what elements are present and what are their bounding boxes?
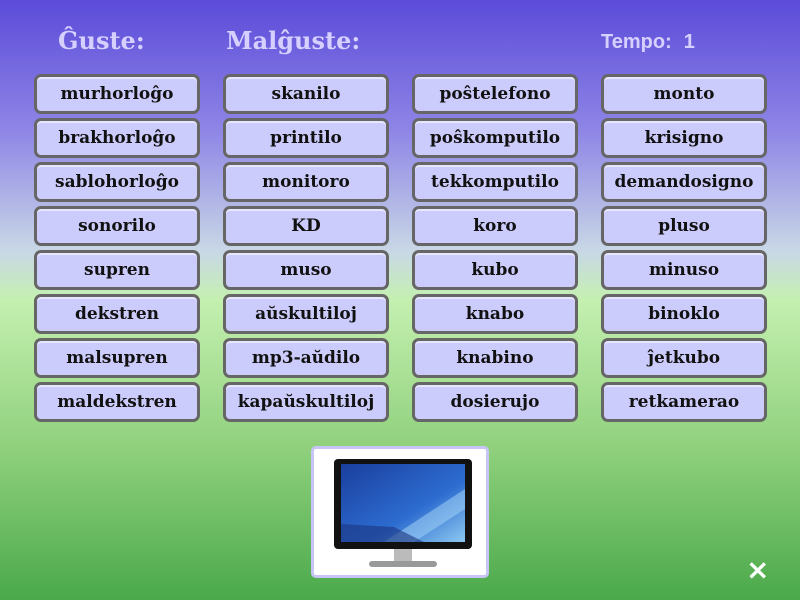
word-button[interactable]: monto [601, 74, 767, 114]
picture-card [311, 446, 489, 578]
word-button[interactable]: ĵetkubo [601, 338, 767, 378]
timer: Tempo: 1 [601, 31, 695, 54]
monitor-icon [334, 459, 472, 567]
word-button[interactable]: KD [223, 206, 389, 246]
word-button[interactable]: skanilo [223, 74, 389, 114]
word-button[interactable]: dosierujo [412, 382, 578, 422]
word-button[interactable]: koro [412, 206, 578, 246]
word-button[interactable]: supren [34, 250, 200, 290]
close-icon[interactable]: × [746, 553, 770, 586]
word-button[interactable]: knabo [412, 294, 578, 334]
word-button[interactable]: poŝkomputilo [412, 118, 578, 158]
timer-value: 1 [683, 31, 695, 53]
wrong-label: Malĝuste: [226, 26, 361, 55]
word-button[interactable]: tekkomputilo [412, 162, 578, 202]
word-button[interactable]: sonorilo [34, 206, 200, 246]
timer-label: Tempo: [601, 31, 672, 53]
word-button[interactable]: aŭskultiloj [223, 294, 389, 334]
word-button[interactable]: pluso [601, 206, 767, 246]
word-button[interactable]: sablohorloĝo [34, 162, 200, 202]
word-button[interactable]: monitoro [223, 162, 389, 202]
word-button[interactable]: retkamerao [601, 382, 767, 422]
word-button[interactable]: poŝtelefono [412, 74, 578, 114]
word-button[interactable]: knabino [412, 338, 578, 378]
word-button[interactable]: maldekstren [34, 382, 200, 422]
correct-label: Ĝuste: [58, 26, 145, 55]
word-button[interactable]: binoklo [601, 294, 767, 334]
word-button[interactable]: printilo [223, 118, 389, 158]
word-button[interactable]: krisigno [601, 118, 767, 158]
word-button[interactable]: minuso [601, 250, 767, 290]
word-button[interactable]: dekstren [34, 294, 200, 334]
word-button[interactable]: kubo [412, 250, 578, 290]
word-button[interactable]: muso [223, 250, 389, 290]
word-button[interactable]: murhorloĝo [34, 74, 200, 114]
word-button[interactable]: demandosigno [601, 162, 767, 202]
word-button[interactable]: brakhorloĝo [34, 118, 200, 158]
word-button[interactable]: kapaŭskultiloj [223, 382, 389, 422]
word-button[interactable]: malsupren [34, 338, 200, 378]
word-button[interactable]: mp3-aŭdilo [223, 338, 389, 378]
